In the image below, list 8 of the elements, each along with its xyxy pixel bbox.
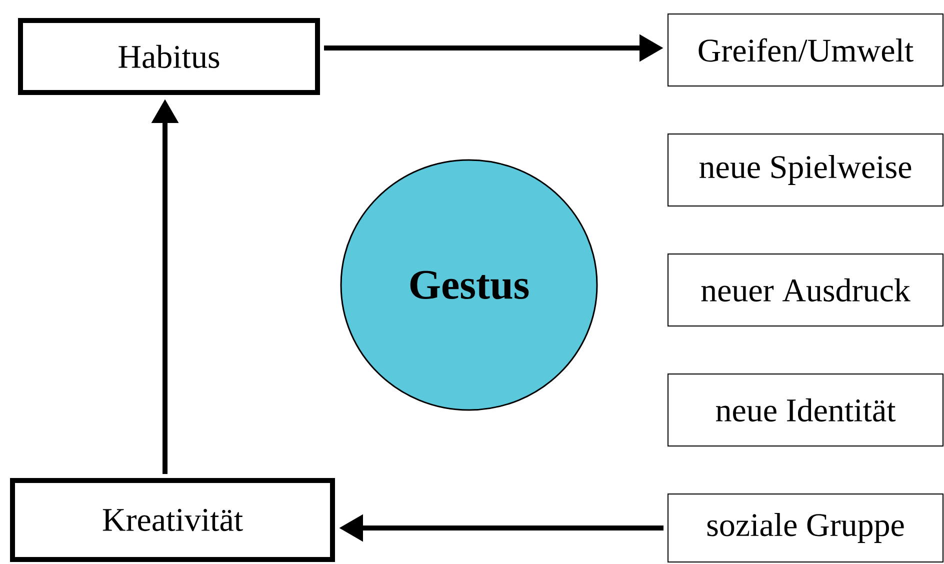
- box-node: neue Spielweise: [668, 134, 944, 206]
- box-node: soziale Gruppe: [668, 493, 944, 562]
- box-node: neue Identität: [668, 373, 944, 446]
- box-node: Greifen/Umwelt: [668, 14, 944, 86]
- circle-node: Gestus: [340, 159, 598, 411]
- box-node: neuer Ausdruck: [668, 253, 944, 326]
- box-node: Habitus: [18, 18, 320, 95]
- box-node: Kreativität: [10, 478, 335, 562]
